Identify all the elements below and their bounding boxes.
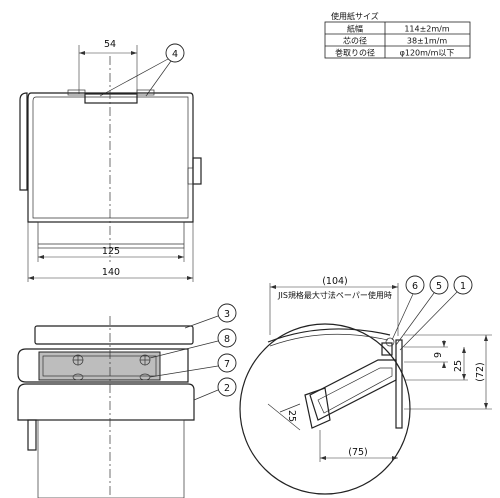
top-view: 3 8 7 2 — [17, 303, 237, 498]
spec-row-label: 紙幅 — [347, 24, 363, 34]
callout-5 — [429, 275, 449, 295]
callout-3 — [217, 303, 237, 323]
callout-4 — [165, 43, 185, 63]
callout-2 — [217, 377, 237, 397]
callout-7-label: 7 — [224, 359, 230, 370]
jis-note: JIS規格最大寸法ペーパー使用時 — [277, 290, 392, 300]
callout-7 — [217, 353, 237, 373]
spec-row-label: 巻取りの径 — [335, 48, 375, 58]
front-view: 54 4 125 140 — [19, 39, 202, 282]
callout-4-label: 4 — [172, 49, 178, 60]
dim-25-right-label: 25 — [453, 360, 464, 372]
spec-row-label: 芯の径 — [343, 36, 367, 46]
callout-3-label: 3 — [224, 309, 230, 320]
dim-104-label: (104) — [322, 276, 348, 287]
dim-72-label: (72) — [475, 362, 486, 382]
callout-6 — [405, 275, 425, 295]
callout-8-label: 8 — [224, 334, 230, 345]
dim-125-label: 125 — [102, 246, 120, 257]
side-view: (104) JIS規格最大寸法ペーパー使用時 9 25 — [239, 275, 492, 495]
spec-row-value: 114±2m/m — [404, 25, 450, 34]
spec-row-value: φ120m/m以下 — [400, 49, 455, 58]
spec-row-value: 38±1m/m — [407, 37, 447, 46]
callout-5-label: 5 — [436, 281, 442, 292]
spec-table: 使用紙サイズ 紙幅 114±2m/m 芯の径 38±1m/m 巻取りの径 φ12… — [324, 11, 471, 59]
dim-140-label: 140 — [102, 267, 120, 278]
dim-25-core-label: 25 — [286, 410, 297, 422]
dim-75-label: (75) — [348, 447, 368, 458]
callout-1-label: 1 — [460, 281, 466, 292]
callout-2-label: 2 — [224, 383, 230, 394]
callout-8 — [217, 328, 237, 348]
spec-table-title: 使用紙サイズ — [331, 11, 379, 21]
dim-54-label: 54 — [104, 39, 116, 50]
dim-9-label: 9 — [433, 352, 444, 358]
callout-6-label: 6 — [412, 281, 418, 292]
callout-1 — [453, 275, 473, 295]
